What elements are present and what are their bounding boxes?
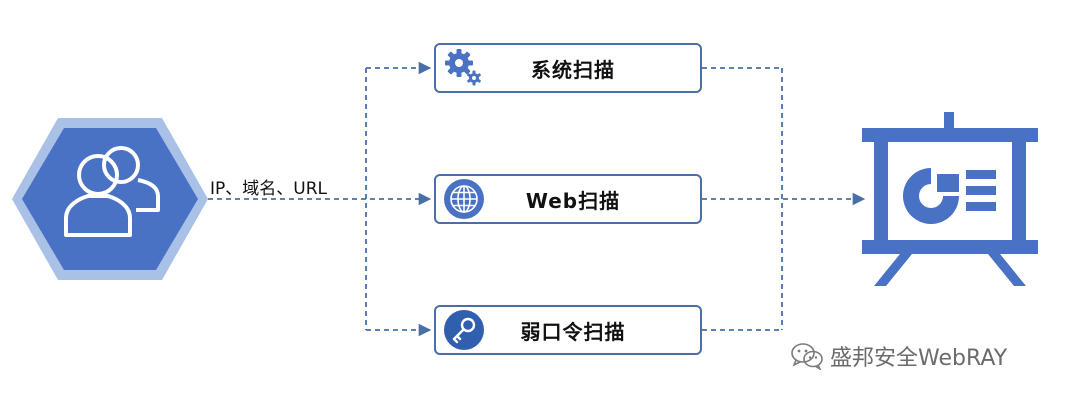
weak-password-scan-label: 弱口令扫描 [520,319,626,344]
watermark-text: 盛邦安全WebRAY [830,346,1008,371]
web-scan-box: Web扫描 [434,174,702,224]
system-scan-box: 系统扫描 [434,43,702,93]
gears-icon [445,49,481,86]
input-label: IP、域名、URL [210,179,327,199]
connectors [208,61,866,337]
presentation-chart-icon [862,112,1038,286]
web-scan-label: Web扫描 [525,188,621,213]
weak-password-scan-box: 弱口令扫描 [434,305,702,355]
input-node [12,118,208,280]
users-icon [64,146,160,237]
wechat-icon [791,343,823,370]
system-scan-label: 系统扫描 [531,57,615,82]
watermark: 盛邦安全WebRAY [790,340,1007,372]
key-icon [444,310,484,350]
globe-icon [444,179,484,219]
